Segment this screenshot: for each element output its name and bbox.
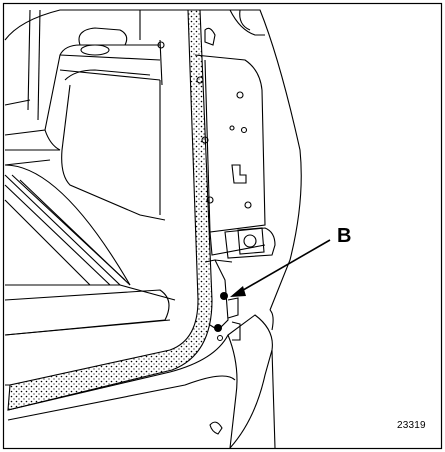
rear-seat-outline <box>4 9 180 221</box>
figure-number: 23319 <box>397 420 426 431</box>
callout-label-b: B <box>337 225 352 247</box>
body-side-panel <box>194 9 302 311</box>
fixing-screw-b <box>214 292 228 341</box>
callout-arrow <box>230 239 331 297</box>
boot-floor <box>4 164 176 336</box>
rear-bumper <box>7 309 276 449</box>
